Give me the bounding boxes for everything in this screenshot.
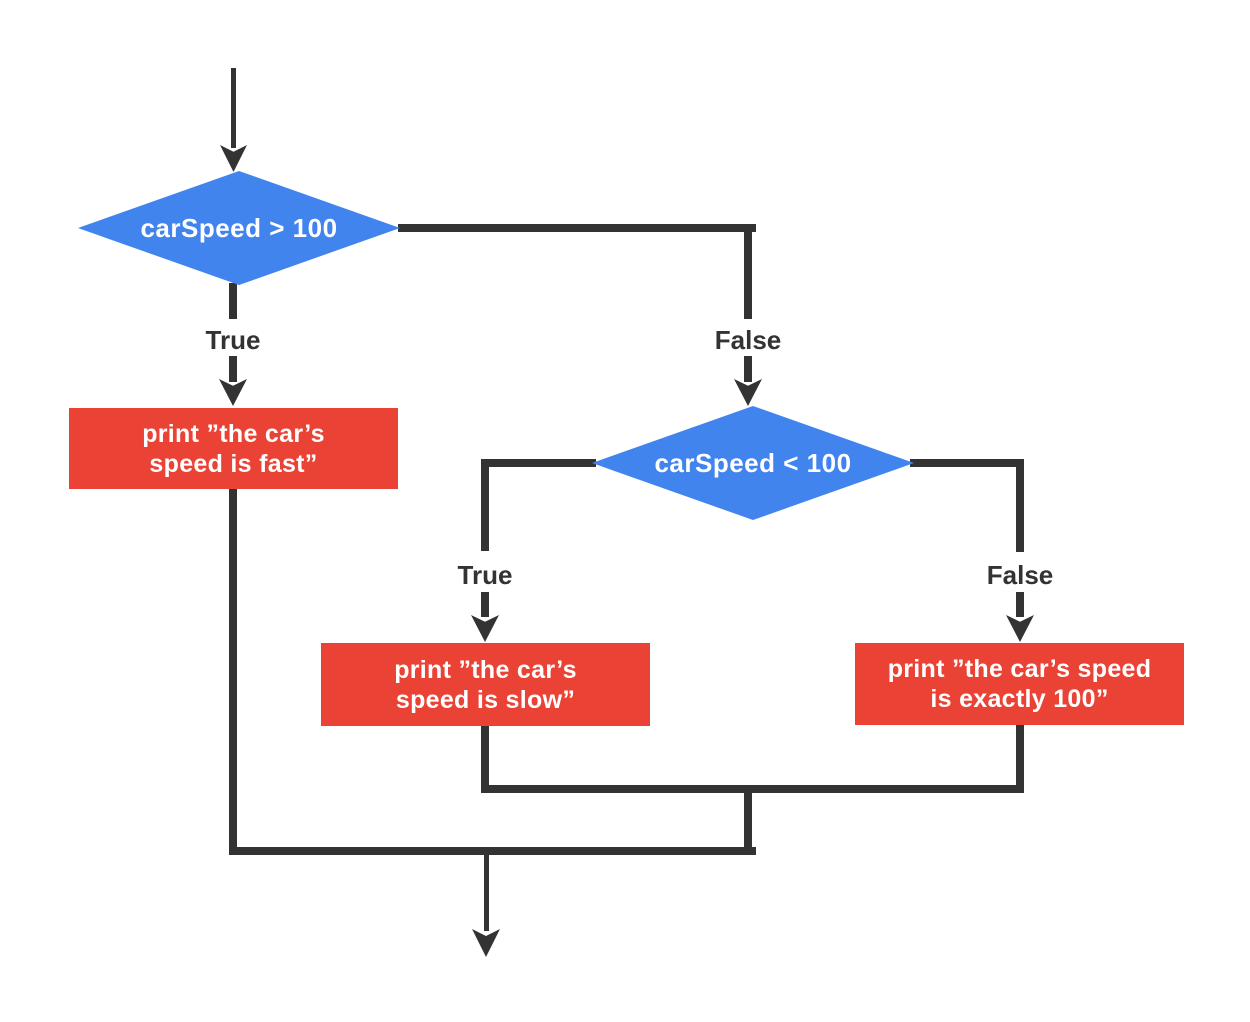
branch-label-d1-true: True — [205, 325, 261, 355]
process-exact-line1: print ”the car’s speed — [887, 655, 1152, 683]
d2-false-arrowhead-icon — [1006, 615, 1034, 642]
decision1-label: carSpeed > 100 — [140, 212, 338, 243]
decision2-label: carSpeed < 100 — [654, 447, 852, 478]
connector-d2-true-vertical — [481, 459, 489, 551]
connector-slow-drop — [481, 726, 489, 793]
connector-d2-true-horizontal — [481, 459, 596, 467]
process-fast-line2: speed is fast” — [149, 449, 318, 478]
d2-true-arrowhead-icon — [471, 615, 499, 642]
branch-label-d2-false: False — [986, 560, 1054, 590]
connector-start-shaft — [231, 68, 236, 148]
process-print-speed-slow: print ”the car’s speed is slow” — [321, 643, 650, 726]
connector-d2-false-arrow-shaft — [1016, 592, 1024, 617]
process-exact-line2: is exactly 100” — [930, 685, 1109, 713]
process-fast-line1: print ”the car’s — [142, 419, 325, 448]
branch-label-d1-false: False — [714, 325, 782, 355]
connector-merge1-center-drop — [744, 793, 752, 855]
connector-d1-true-arrow-shaft — [229, 356, 237, 382]
connector-exact-drop — [1016, 725, 1024, 793]
branch-label-d2-true: True — [457, 560, 513, 590]
connector-d1-false-vertical — [744, 224, 752, 319]
process-print-speed-exactly-100: print ”the car’s speed is exactly 100” — [855, 643, 1184, 725]
end-arrowhead-icon — [472, 929, 500, 957]
connector-merge1-horizontal — [481, 785, 1024, 793]
connector-end-shaft — [484, 855, 489, 931]
connector-d1-true-stub — [229, 283, 237, 319]
start-arrowhead-icon — [220, 145, 247, 172]
d1-true-arrowhead-icon — [219, 379, 247, 406]
process-slow-line1: print ”the car’s — [394, 655, 577, 684]
connector-d1-false-arrow-shaft — [744, 356, 752, 382]
connector-d2-true-arrow-shaft — [481, 592, 489, 617]
decision-carspeed-gt-100: carSpeed > 100 — [78, 171, 400, 285]
process-print-speed-fast: print ”the car’s speed is fast” — [69, 408, 398, 489]
connector-merge2-horizontal — [229, 847, 756, 855]
decision-carspeed-lt-100: carSpeed < 100 — [592, 406, 914, 520]
connector-d1-false-horizontal — [398, 224, 756, 232]
process-slow-line2: speed is slow” — [395, 685, 576, 714]
connector-d2-false-horizontal — [910, 459, 1024, 467]
d1-false-arrowhead-icon — [734, 379, 762, 406]
connector-d2-false-vertical — [1016, 459, 1024, 552]
connector-fast-drop — [229, 489, 237, 855]
